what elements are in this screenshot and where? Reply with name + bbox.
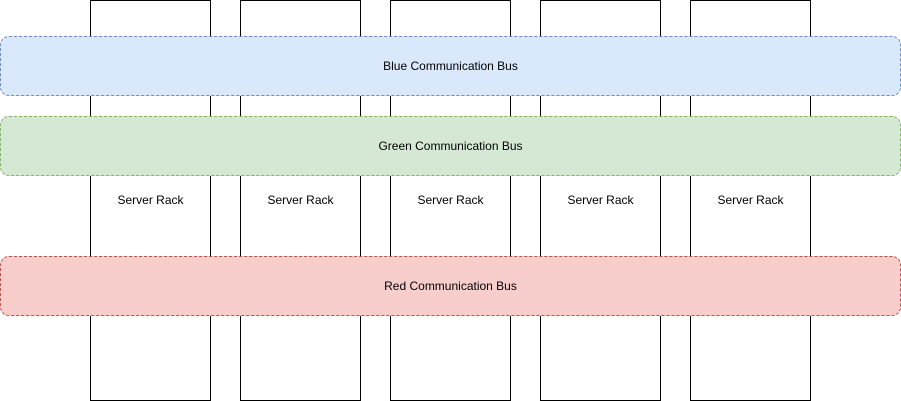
server-rack-label: Server Rack: [567, 193, 634, 207]
server-rack-label: Server Rack: [117, 193, 184, 207]
blue-bus-label: Blue Communication Bus: [383, 59, 518, 73]
server-rack-label: Server Rack: [267, 193, 334, 207]
red-communication-bus: Red Communication Bus: [0, 256, 901, 316]
green-communication-bus: Green Communication Bus: [0, 116, 901, 176]
blue-communication-bus: Blue Communication Bus: [0, 36, 901, 96]
server-rack-label: Server Rack: [717, 193, 784, 207]
red-bus-label: Red Communication Bus: [384, 279, 517, 293]
server-rack-label: Server Rack: [417, 193, 484, 207]
green-bus-label: Green Communication Bus: [378, 139, 523, 153]
